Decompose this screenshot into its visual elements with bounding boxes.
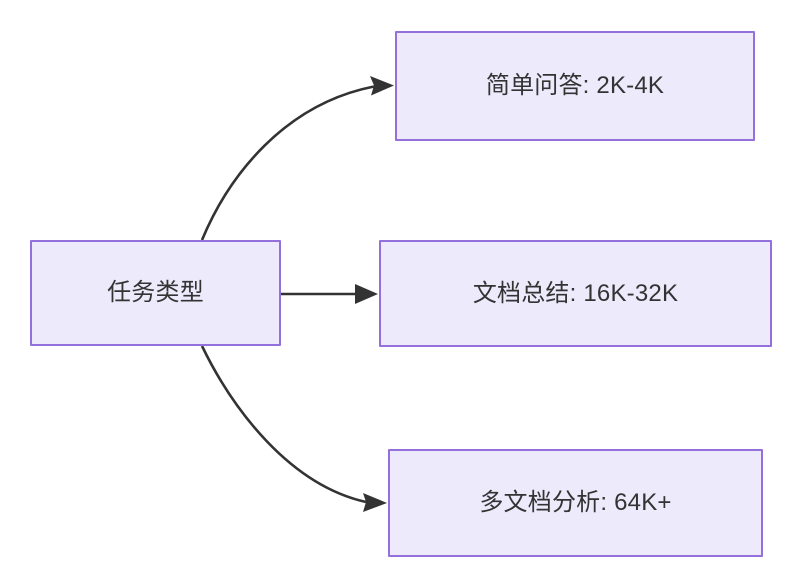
node-simple-qa-label: 简单问答: 2K-4K [485, 72, 665, 99]
edge-root-to-simple-qa [200, 76, 394, 241]
node-task-type[interactable]: 任务类型 [30, 240, 281, 346]
edge-root-to-multi-doc [200, 345, 387, 512]
edge-root-to-doc-summary-arrowhead [355, 284, 378, 304]
edge-root-to-multi-doc-arrowhead [363, 493, 387, 512]
edge-root-to-multi-doc-path [200, 345, 367, 504]
node-simple-qa[interactable]: 简单问答: 2K-4K [395, 31, 755, 141]
node-task-type-label: 任务类型 [107, 279, 204, 306]
edge-root-to-doc-summary [281, 284, 378, 304]
node-document-summary-label: 文档总结: 16K-32K [472, 279, 679, 307]
node-multi-document-analysis[interactable]: 多文档分析: 64K+ [388, 449, 763, 557]
edge-root-to-simple-qa-arrowhead [370, 76, 394, 96]
edge-root-to-simple-qa-path [200, 85, 375, 241]
node-multi-document-analysis-label: 多文档分析: 64K+ [479, 489, 672, 516]
node-document-summary[interactable]: 文档总结: 16K-32K [379, 240, 772, 347]
